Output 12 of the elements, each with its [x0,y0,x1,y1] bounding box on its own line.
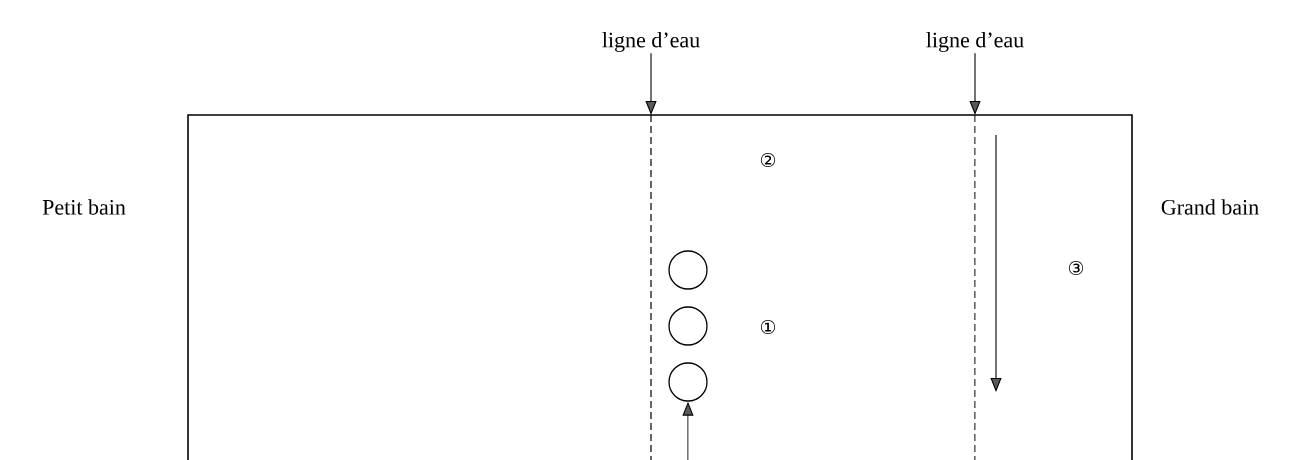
callout-number: ③ [1068,260,1084,276]
end-label: Grand bain [1161,199,1259,215]
swimmer-circle [668,306,708,346]
lane-label: ligne d’eau [926,32,1024,52]
swimmer-circle [668,362,708,402]
arrow [969,52,981,115]
end-label: Petit bain [42,199,126,215]
callout-number: ② [760,152,776,168]
swimmer-circle [668,250,708,290]
callout-number: ① [760,319,776,335]
arrow [645,52,657,115]
lane-label: ligne d’eau [602,32,700,52]
